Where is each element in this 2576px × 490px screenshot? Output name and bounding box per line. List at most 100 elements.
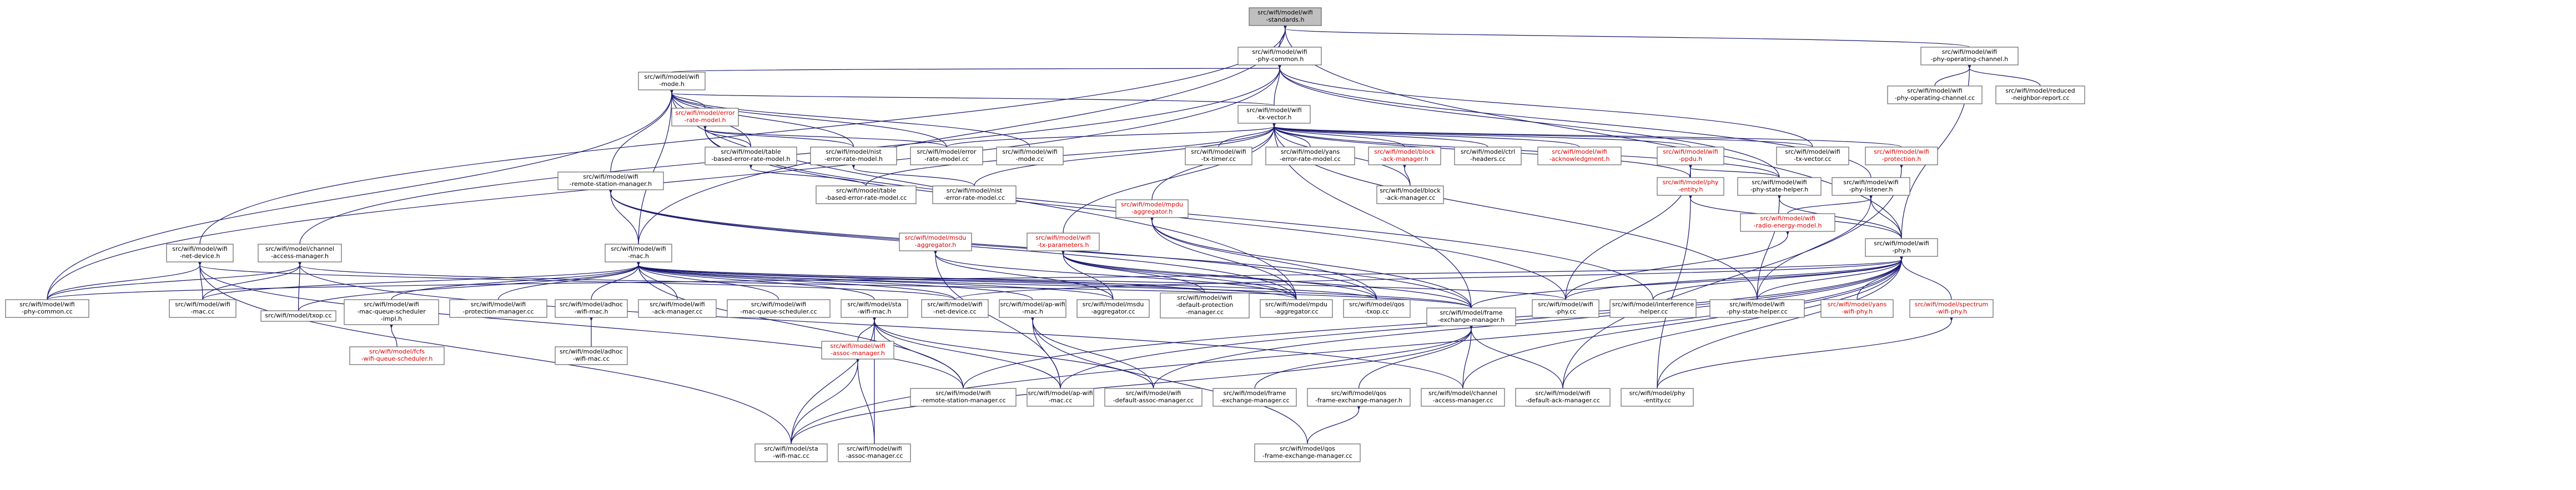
file-node-reduced-neighbor-cc[interactable]: src/wifi/model/reduced-neighbor-report.c… — [1995, 85, 2085, 104]
file-node-mac-queue-sched-impl-h[interactable]: src/wifi/model/wifi-mac-queue-scheduler-… — [344, 299, 439, 325]
file-node-txop-cc[interactable]: src/wifi/model/txop.cc — [260, 310, 336, 322]
file-node-net-device-h[interactable]: src/wifi/model/wifi-net-device.h — [166, 244, 234, 262]
file-node-default-ack-cc[interactable]: src/wifi/model/wifi-default-ack-manager.… — [1515, 388, 1611, 407]
dependency-edge — [591, 260, 641, 300]
file-node-msdu-agg-cc[interactable]: src/wifi/model/msdu-aggregator.cc — [1076, 299, 1150, 318]
file-node-spectrum-phy-h[interactable]: src/wifi/model/spectrum-wifi-phy.h — [1909, 299, 1994, 318]
dependency-edge — [1787, 193, 1874, 214]
file-node-tx-vector-cc[interactable]: src/wifi/model/wifi-tx-vector.cc — [1776, 147, 1849, 165]
file-node-frame-exchange-h[interactable]: src/wifi/model/frame-exchange-manager.h — [1426, 307, 1516, 326]
file-node-box — [1737, 177, 1822, 196]
file-node-net-device-cc[interactable]: src/wifi/model/wifi-net-device.cc — [921, 299, 989, 318]
file-node-label: -mac.h — [628, 252, 649, 260]
file-node-default-assoc-cc[interactable]: src/wifi/model/wifi-default-assoc-manage… — [1104, 388, 1203, 407]
file-node-phy-entity-h[interactable]: src/wifi/model/phy-entity.h — [1657, 177, 1724, 196]
file-node-yans-error-cc[interactable]: src/wifi/model/yans-error-rate-model.cc — [1265, 147, 1355, 165]
file-node-remote-station-cc[interactable]: src/wifi/model/wifi-remote-station-manag… — [910, 388, 1017, 407]
file-node-phy-state-helper-h[interactable]: src/wifi/model/wifi-phy-state-helper.h — [1737, 177, 1822, 196]
file-node-label: src/wifi/model/wifi — [1535, 390, 1590, 397]
dependency-edge — [47, 88, 675, 300]
file-node-tx-parameters-h[interactable]: src/wifi/model/wifi-tx-parameters.h — [1027, 233, 1100, 251]
file-node-nist-error-cc[interactable]: src/wifi/model/nist-error-rate-model.cc — [932, 185, 1017, 204]
file-node-box — [999, 299, 1066, 318]
file-node-table-based-h[interactable]: src/wifi/model/table-based-error-rate-mo… — [705, 147, 797, 165]
file-node-qos-frame-exchange-cc[interactable]: src/wifi/model/qos-frame-exchange-manage… — [1254, 443, 1361, 462]
dependency-edge — [1282, 23, 1970, 48]
file-node-tx-vector-h[interactable]: src/wifi/model/wifi-tx-vector.h — [1237, 105, 1311, 124]
file-node-phy-state-helper-cc[interactable]: src/wifi/model/wifi-phy-state-helper.cc — [1709, 299, 1805, 318]
file-node-table-based-cc[interactable]: src/wifi/model/table-based-error-rate-mo… — [816, 185, 917, 204]
file-node-label: -wifi-phy.h — [1842, 308, 1873, 315]
file-node-adhoc-mac-cc[interactable]: src/wifi/model/adhoc-wifi-mac.cc — [555, 346, 628, 365]
file-node-label: src/wifi/model/wifi — [611, 245, 666, 252]
file-node-ctrl-headers-cc[interactable]: src/wifi/model/ctrl-headers.cc — [1454, 147, 1522, 165]
file-node-sta-mac-h[interactable]: src/wifi/model/sta-wifi-mac.h — [841, 299, 908, 318]
file-node-default-protection-cc[interactable]: src/wifi/model/wifi-default-protection-m… — [1160, 292, 1250, 319]
dependency-edge — [791, 357, 861, 444]
dependency-edge — [1030, 315, 1308, 444]
file-node-ap-mac-cc[interactable]: src/wifi/model/ap-wifi-mac.cc — [1027, 388, 1094, 407]
file-node-box — [1027, 233, 1100, 251]
dependency-edge — [1271, 121, 1488, 148]
file-node-qos-txop-cc[interactable]: src/wifi/model/qos-txop.cc — [1343, 299, 1411, 318]
file-node-ppdu-h[interactable]: src/wifi/model/wifi-ppdu.h — [1657, 147, 1724, 165]
file-node-radio-energy-h[interactable]: src/wifi/model/wifi-radio-energy-model.h — [1740, 213, 1835, 232]
file-node-mode-cc[interactable]: src/wifi/model/wifi-mode.cc — [996, 147, 1064, 165]
file-node-label: -access-manager.h — [271, 252, 329, 260]
file-node-mac-cc[interactable]: src/wifi/model/wifi-mac.cc — [169, 299, 237, 318]
file-node-protection-mgr-cc[interactable]: src/wifi/model/wifi-protection-manager.c… — [449, 299, 547, 318]
file-node-phy-common-cc[interactable]: src/wifi/model/wifi-phy-common.cc — [5, 299, 89, 318]
file-node-box — [1621, 388, 1694, 407]
file-node-assoc-mgr-cc[interactable]: src/wifi/model/wifi-assoc-manager.cc — [838, 443, 911, 462]
file-node-phy-entity-cc[interactable]: src/wifi/model/phy-entity.cc — [1621, 388, 1694, 407]
file-node-block-ack-mgr-cc[interactable]: src/wifi/model/block-ack-manager.cc — [1376, 185, 1444, 204]
file-node-channel-access-h[interactable]: src/wifi/model/channel-access-manager.h — [258, 244, 342, 262]
file-node-interference-helper-cc[interactable]: src/wifi/model/interference-helper.cc — [1609, 299, 1697, 318]
file-node-mode-h[interactable]: src/wifi/model/wifi-mode.h — [638, 72, 706, 90]
file-node-box — [638, 299, 717, 318]
dependency-edge — [1652, 254, 1904, 300]
file-node-error-rate-cc[interactable]: src/wifi/model/error-rate-model.cc — [910, 147, 983, 165]
file-node-phy-h[interactable]: src/wifi/model/wifi-phy.h — [1865, 238, 1938, 257]
file-node-protection-h[interactable]: src/wifi/model/wifi-protection.h — [1865, 147, 1938, 165]
file-node-box — [1865, 238, 1938, 257]
dependency-edges — [47, 23, 2041, 444]
dependency-edge — [1462, 254, 1904, 389]
file-node-queue-scheduler-h[interactable]: src/wifi/model/fcfs-wifi-queue-scheduler… — [349, 346, 445, 365]
file-node-phy-common-h[interactable]: src/wifi/model/wifi-phy-common.h — [1237, 47, 1322, 65]
file-node-sta-mac-cc[interactable]: src/wifi/model/sta-wifi-mac.cc — [754, 443, 828, 462]
file-node-nist-error-h[interactable]: src/wifi/model/nist-error-rate-model.h — [810, 147, 897, 165]
file-node-mpdu-agg-h[interactable]: src/wifi/model/mpdu-aggregator.h — [1115, 199, 1189, 218]
file-node-ack-mgr-cc[interactable]: src/wifi/model/wifi-ack-manager.cc — [638, 299, 717, 318]
dependency-edge — [669, 88, 854, 148]
file-node-phy-listener-h[interactable]: src/wifi/model/wifi-phy-listener.h — [1832, 177, 1910, 196]
file-node-yans-phy-h[interactable]: src/wifi/model/yans-wifi-phy.h — [1820, 299, 1894, 318]
dependency-edge — [669, 88, 947, 148]
file-node-adhoc-mac-h[interactable]: src/wifi/model/adhoc-wifi-mac.h — [555, 299, 628, 318]
file-node-tx-timer-cc[interactable]: src/wifi/model/wifi-tx-timer.cc — [1185, 147, 1252, 165]
file-node-label: src/wifi/model/mpdu — [1265, 301, 1327, 308]
file-node-box — [1820, 299, 1894, 318]
file-node-block-ack-mgr-h[interactable]: src/wifi/model/block-ack-manager.h — [1368, 147, 1441, 165]
file-node-error-rate-model-h[interactable]: src/wifi/model/error-rate-model.h — [671, 108, 739, 127]
file-node-channel-access-cc[interactable]: src/wifi/model/channel-access-manager.cc — [1421, 388, 1505, 407]
file-node-phy-op-channel-h[interactable]: src/wifi/model/wifi-phy-operating-channe… — [1920, 47, 2019, 65]
file-node-frame-exchange-cc[interactable]: src/wifi/model/frame-exchange-manager.cc — [1212, 388, 1297, 407]
file-node-remote-station-mgr-h[interactable]: src/wifi/model/wifi-remote-station-manag… — [557, 171, 664, 190]
file-node-ap-mac-h[interactable]: src/wifi/model/ap-wifi-mac.h — [999, 299, 1066, 318]
file-node-assoc-mgr-h[interactable]: src/wifi/model/wifi-assoc-manager.h — [821, 341, 894, 360]
file-node-label: src/wifi/model/ap-wifi — [1000, 301, 1065, 308]
dependency-edge — [47, 260, 303, 300]
file-node-mpdu-agg-cc[interactable]: src/wifi/model/mpdu-aggregator.cc — [1260, 299, 1333, 318]
dependency-edge — [1562, 163, 1904, 389]
file-node-standards-h[interactable]: src/wifi/model/wifi-standards.h — [1249, 7, 1322, 26]
file-node-label: src/wifi/model/wifi — [471, 301, 526, 308]
file-node-msdu-agg-h[interactable]: src/wifi/model/msdu-aggregator.h — [899, 233, 972, 251]
file-node-phy-op-channel-cc[interactable]: src/wifi/model/wifi-phy-operating-channe… — [1887, 85, 1983, 104]
file-node-mac-h[interactable]: src/wifi/model/wifi-mac.h — [605, 244, 672, 262]
file-node-qos-frame-exchange-h[interactable]: src/wifi/model/qos-frame-exchange-manage… — [1307, 388, 1411, 407]
file-node-box — [1265, 147, 1355, 165]
file-node-phy-cc[interactable]: src/wifi/model/wifi-phy.cc — [1532, 299, 1599, 318]
file-node-acknowledgment-h[interactable]: src/wifi/model/wifi-acknowledgment.h — [1537, 147, 1622, 165]
file-node-mac-queue-sched-cc[interactable]: src/wifi/model/wifi-mac-queue-scheduler.… — [727, 299, 831, 318]
